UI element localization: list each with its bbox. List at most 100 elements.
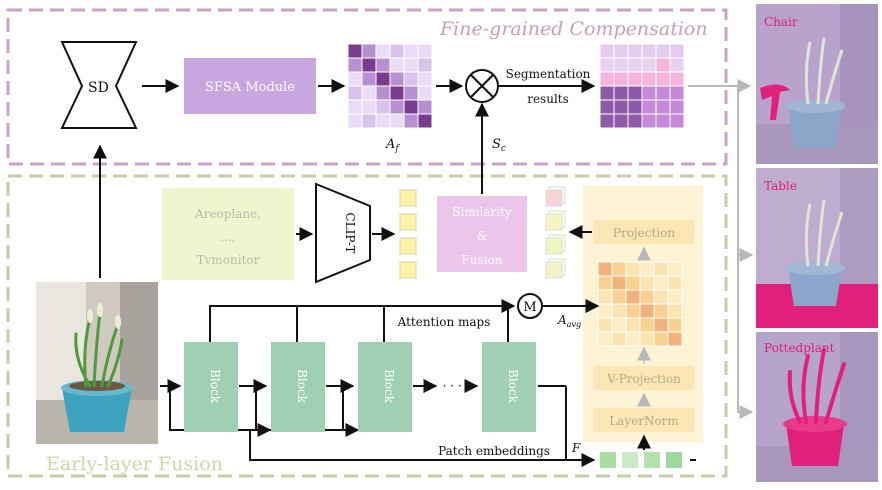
seg-matrix-cell bbox=[655, 43, 671, 59]
af-matrix-cell bbox=[375, 43, 391, 59]
patch-token-4 bbox=[666, 452, 682, 468]
seg-matrix-cell bbox=[627, 71, 643, 87]
transformer-block-3 bbox=[358, 342, 412, 432]
segmentation-results-matrix bbox=[599, 43, 685, 129]
sc-label: Sc bbox=[492, 137, 506, 154]
af-matrix-cell bbox=[361, 71, 377, 87]
attention-maps-label: Attention maps bbox=[397, 315, 491, 329]
block-3-label: Block bbox=[382, 369, 396, 404]
patch-token-3 bbox=[644, 452, 660, 468]
input-image bbox=[36, 282, 158, 444]
seg-matrix-cell bbox=[669, 71, 685, 87]
attn-matrix-cell bbox=[653, 317, 669, 333]
text-token-2 bbox=[399, 213, 417, 231]
af-matrix-cell bbox=[347, 57, 363, 73]
af-matrix-cell bbox=[375, 113, 391, 129]
seg-matrix-cell bbox=[655, 85, 671, 101]
clip-text-label: CLIP-T bbox=[343, 213, 357, 254]
block-2-label: Block bbox=[295, 369, 309, 404]
transformer-block-2 bbox=[271, 342, 325, 432]
segmentation-results-label-1: Segmentation bbox=[506, 67, 591, 81]
af-matrix-cell bbox=[403, 113, 419, 129]
clip-text-encoder bbox=[315, 182, 371, 284]
seg-matrix-cell bbox=[613, 113, 629, 129]
transformer-block-4 bbox=[482, 342, 536, 432]
attn-matrix-cell bbox=[653, 261, 669, 277]
seg-matrix-cell bbox=[599, 57, 615, 73]
fusion-label: Fusion bbox=[461, 253, 502, 267]
attn-matrix-cell bbox=[597, 331, 613, 347]
attn-matrix-cell bbox=[625, 275, 641, 291]
seg-matrix-cell bbox=[599, 99, 615, 115]
af-matrix-cell bbox=[347, 113, 363, 129]
seg-matrix-cell bbox=[627, 43, 643, 59]
similarity-label: Similarity bbox=[452, 205, 512, 219]
seg-matrix-cell bbox=[669, 99, 685, 115]
sd-hourglass bbox=[60, 41, 138, 129]
af-matrix-cell bbox=[403, 71, 419, 87]
af-matrix-cell bbox=[389, 57, 405, 73]
attn-matrix-cell bbox=[639, 331, 655, 347]
similarity-amp: & bbox=[477, 229, 488, 243]
af-label: Af bbox=[385, 137, 400, 154]
af-matrix-cell bbox=[389, 99, 405, 115]
af-matrix-cell bbox=[389, 71, 405, 87]
seg-matrix-cell bbox=[641, 99, 657, 115]
fine-grained-section-border bbox=[6, 8, 728, 166]
mean-operator-label: M bbox=[523, 300, 536, 315]
output-label-table: Table bbox=[764, 179, 797, 193]
seg-matrix-cell bbox=[613, 71, 629, 87]
af-matrix-cell bbox=[347, 85, 363, 101]
seg-matrix-cell bbox=[669, 43, 685, 59]
seg-matrix-cell bbox=[641, 85, 657, 101]
attn-matrix-cell bbox=[597, 317, 613, 333]
af-matrix-cell bbox=[403, 43, 419, 59]
similarity-fusion-box bbox=[437, 196, 527, 272]
af-matrix-cell bbox=[361, 43, 377, 59]
sd-label: SD bbox=[88, 80, 109, 96]
output-image-chair: Chair bbox=[756, 4, 878, 164]
attn-matrix-cell bbox=[625, 331, 641, 347]
seg-matrix-cell bbox=[613, 57, 629, 73]
af-matrix-cell bbox=[417, 113, 433, 129]
sfsa-module-box bbox=[184, 58, 316, 114]
seg-matrix-cell bbox=[613, 85, 629, 101]
af-matrix-cell bbox=[389, 113, 405, 129]
segmentation-results-label-2: results bbox=[527, 92, 569, 106]
af-matrix-cell bbox=[347, 71, 363, 87]
block-4-label: Block bbox=[506, 369, 520, 404]
af-matrix-cell bbox=[389, 85, 405, 101]
attn-matrix-cell bbox=[625, 303, 641, 319]
seg-matrix-cell bbox=[669, 85, 685, 101]
af-matrix-cell bbox=[417, 57, 433, 73]
af-matrix-cell bbox=[417, 99, 433, 115]
seg-matrix-cell bbox=[655, 71, 671, 87]
af-matrix-cell bbox=[403, 85, 419, 101]
seg-matrix-cell bbox=[655, 57, 671, 73]
seg-matrix-cell bbox=[641, 43, 657, 59]
attention-map-bus bbox=[209, 305, 498, 346]
af-matrix-cell bbox=[417, 85, 433, 101]
af-matrix-cell bbox=[361, 57, 377, 73]
patch-token-1 bbox=[600, 452, 616, 468]
v-projection-label: V-Projection bbox=[606, 372, 681, 386]
arrow-seg-table bbox=[737, 86, 754, 262]
fine-grained-title: Fine-grained Compensation bbox=[439, 18, 708, 40]
attn-matrix-cell bbox=[625, 317, 641, 333]
class-prompt-line-1: Areoplane, bbox=[194, 207, 261, 221]
attn-matrix-cell bbox=[611, 303, 627, 319]
af-matrix-cell bbox=[347, 99, 363, 115]
af-matrix-cell bbox=[375, 57, 391, 73]
attn-matrix-cell bbox=[639, 317, 655, 333]
projection-label: Projection bbox=[613, 226, 675, 240]
attn-matrix-cell bbox=[597, 303, 613, 319]
class-prompt-box bbox=[162, 188, 294, 280]
seg-matrix-cell bbox=[641, 71, 657, 87]
seg-matrix-cell bbox=[599, 71, 615, 87]
af-matrix-cell bbox=[389, 43, 405, 59]
attn-matrix-cell bbox=[667, 331, 683, 347]
patch-embedding-line bbox=[249, 430, 596, 467]
attn-matrix-cell bbox=[611, 289, 627, 305]
